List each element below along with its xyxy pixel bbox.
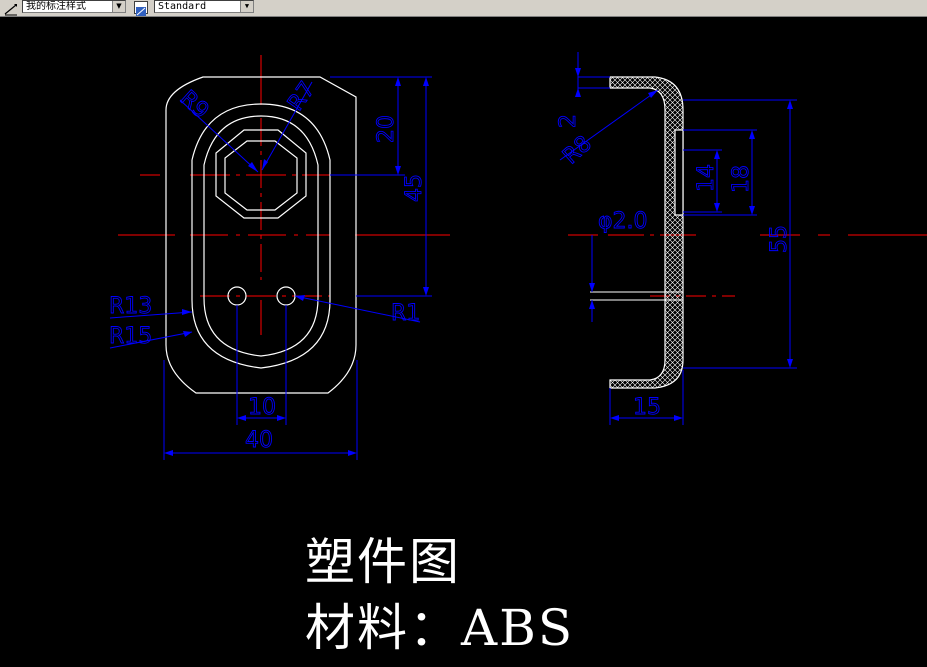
side-dimensions [559, 52, 797, 425]
boss-outer-octagon [215, 129, 307, 219]
d14-arrow-top [714, 150, 720, 159]
text-style-select[interactable]: Standard ▼ [154, 0, 254, 13]
dim-text-45: 45 [402, 174, 427, 202]
dim-text-r8: R8 [558, 131, 597, 169]
boss-inner-octagon [224, 140, 298, 211]
d40-arrow-left [164, 450, 173, 456]
dimension-style-select[interactable]: 我的标注样式 ▼ [22, 0, 126, 13]
d20-arrow-bottom [395, 166, 401, 175]
dim-text-55: 55 [767, 225, 792, 253]
phi2-arrow-bottom [589, 300, 595, 309]
r8-leader [559, 89, 659, 161]
chevron-down-icon[interactable]: ▼ [112, 1, 125, 12]
d14-arrow-bottom [714, 203, 720, 212]
drawing-title: 塑件图 [305, 533, 461, 591]
r9-leader [179, 99, 259, 173]
cad-drawing-canvas[interactable]: R9 R7 20 45 R13 R15 R1 10 40 [0, 17, 927, 667]
dimension-style-value: 我的标注样式 [26, 1, 86, 12]
front-view [118, 55, 450, 394]
text-style-icon[interactable] [134, 1, 148, 16]
centerlines [118, 55, 450, 335]
d10-arrow-left [237, 415, 246, 421]
text-style-value: Standard [158, 1, 207, 12]
d15-arrow-left [610, 415, 619, 421]
side-section-hatched [609, 76, 684, 389]
dim-text-2: 2 [556, 114, 581, 128]
r8-arrow [648, 90, 658, 98]
dim-text-r15: R15 [109, 324, 152, 349]
dim-text-14: 14 [694, 164, 719, 192]
inner-slot-profile [191, 103, 331, 369]
dimension-style-icon[interactable] [4, 1, 18, 16]
d55-arrow-top [787, 100, 793, 109]
r1-arrow [295, 295, 305, 301]
r13-arrow [182, 309, 192, 315]
front-dim-arrows [164, 77, 429, 456]
d10-arrow-right [277, 415, 286, 421]
phi2-arrow-top [589, 283, 595, 292]
dim-text-15: 15 [633, 395, 661, 420]
chevron-down-icon[interactable]: ▼ [240, 1, 253, 12]
dim-text-phi2: φ2.0 [598, 209, 648, 234]
r9-arrow [248, 162, 258, 172]
d2-arrow-bottom [575, 88, 581, 97]
side-dim-arrows [575, 68, 793, 421]
d20-arrow-top [395, 77, 401, 86]
r15-leader [109, 331, 193, 349]
inner-slot-offset [203, 115, 319, 357]
r7-leader [261, 81, 313, 171]
d15-arrow-right [674, 415, 683, 421]
d18-arrow-top [749, 130, 755, 139]
dim-text-40: 40 [245, 428, 273, 453]
r1-leader [294, 295, 421, 323]
material-label: 材料：ABS [305, 599, 575, 657]
r15-arrow [183, 331, 192, 337]
r13-leader [109, 311, 193, 319]
side-boss-notch [674, 129, 684, 216]
d18-arrow-bottom [749, 206, 755, 215]
d2-arrow-top [575, 68, 581, 77]
d45-arrow-top [423, 77, 429, 86]
dim-text-r13: R13 [109, 294, 152, 319]
front-dimensions [109, 76, 432, 460]
side-view [568, 76, 927, 389]
styles-toolbar: 我的标注样式 ▼ Standard ▼ [0, 0, 927, 17]
front-dim-texts: R9 R7 20 45 R13 R15 R1 10 40 [109, 77, 428, 454]
dim-text-r9: R9 [175, 86, 214, 124]
d45-arrow-bottom [423, 287, 429, 296]
dim-text-10: 10 [248, 395, 276, 420]
dim-text-r1: R1 [391, 301, 420, 326]
dim-text-18: 18 [729, 165, 754, 193]
dim-text-r7: R7 [283, 77, 320, 115]
r7-arrow [262, 159, 268, 170]
dim-text-20: 20 [374, 115, 399, 143]
d55-arrow-bottom [787, 359, 793, 368]
outer-profile [165, 76, 357, 394]
d40-arrow-right [348, 450, 357, 456]
